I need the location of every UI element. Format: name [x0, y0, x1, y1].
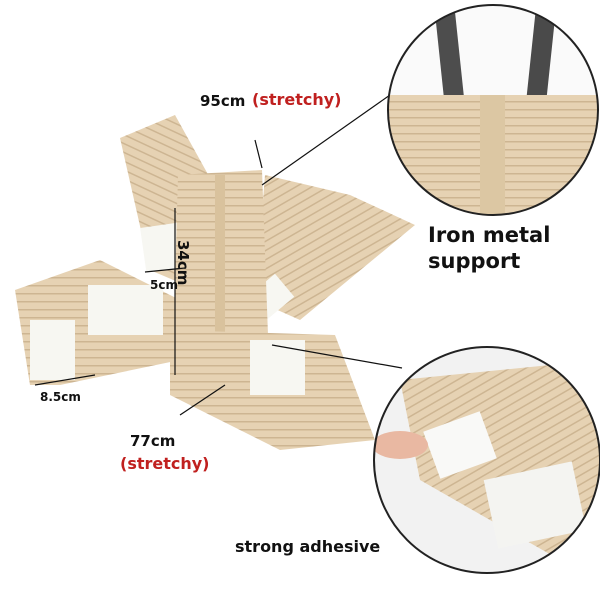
dimension-lines — [34, 94, 403, 416]
closeup-frame — [387, 4, 599, 216]
bottom-length-label: 77cm — [130, 432, 176, 450]
top-stretchy-label: (stretchy) — [252, 90, 342, 109]
belt-width-label: 8.5cm — [40, 390, 81, 404]
velcro-pad — [88, 285, 163, 335]
bottom-stretchy-label: (stretchy) — [120, 454, 210, 473]
velcro-pad — [250, 340, 305, 395]
adhesive-label: strong adhesive — [235, 537, 381, 556]
top-length-label: 95cm — [200, 92, 246, 110]
closeup-frame — [373, 346, 600, 574]
iron-support-closeup — [388, 5, 598, 215]
adhesive-closeup — [374, 347, 600, 573]
strap-width-label: 5cm — [150, 278, 178, 292]
right-shoulder-strap — [255, 175, 415, 320]
iron-support-label: Iron metal support — [428, 223, 551, 273]
velcro-pad — [30, 320, 75, 380]
